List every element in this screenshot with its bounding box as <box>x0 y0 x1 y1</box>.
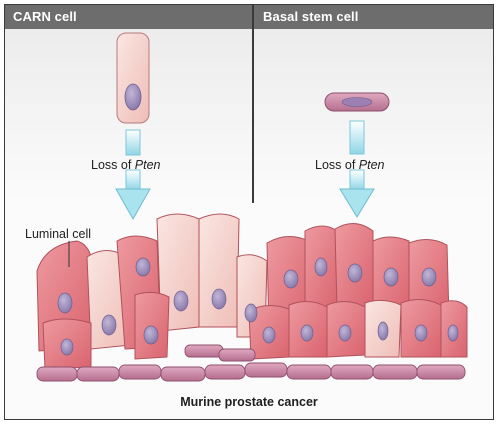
bottom-title: Murine prostate cancer <box>180 395 318 409</box>
right-panel-title: Basal stem cell <box>263 9 359 24</box>
basal-cell-layer <box>36 344 466 382</box>
prostate-illustration <box>36 32 468 382</box>
arrow-left <box>115 129 151 221</box>
luminal-cell-layer <box>36 213 468 370</box>
cell-nuclei <box>57 257 459 356</box>
luminal-cell-label: Luminal cell <box>25 227 92 241</box>
arrow-right <box>339 120 375 218</box>
loss-of-pten-left-label: Loss of Pten <box>91 158 161 172</box>
left-panel-title: CARN cell <box>13 9 77 24</box>
carn-cell <box>116 32 150 124</box>
panel-divider <box>252 5 254 203</box>
basal-stem-cell <box>324 92 390 112</box>
loss-of-pten-right-label: Loss of Pten <box>315 158 385 172</box>
figure-frame: CARN cell Basal stem cell <box>4 4 494 420</box>
right-panel-background <box>254 29 493 203</box>
